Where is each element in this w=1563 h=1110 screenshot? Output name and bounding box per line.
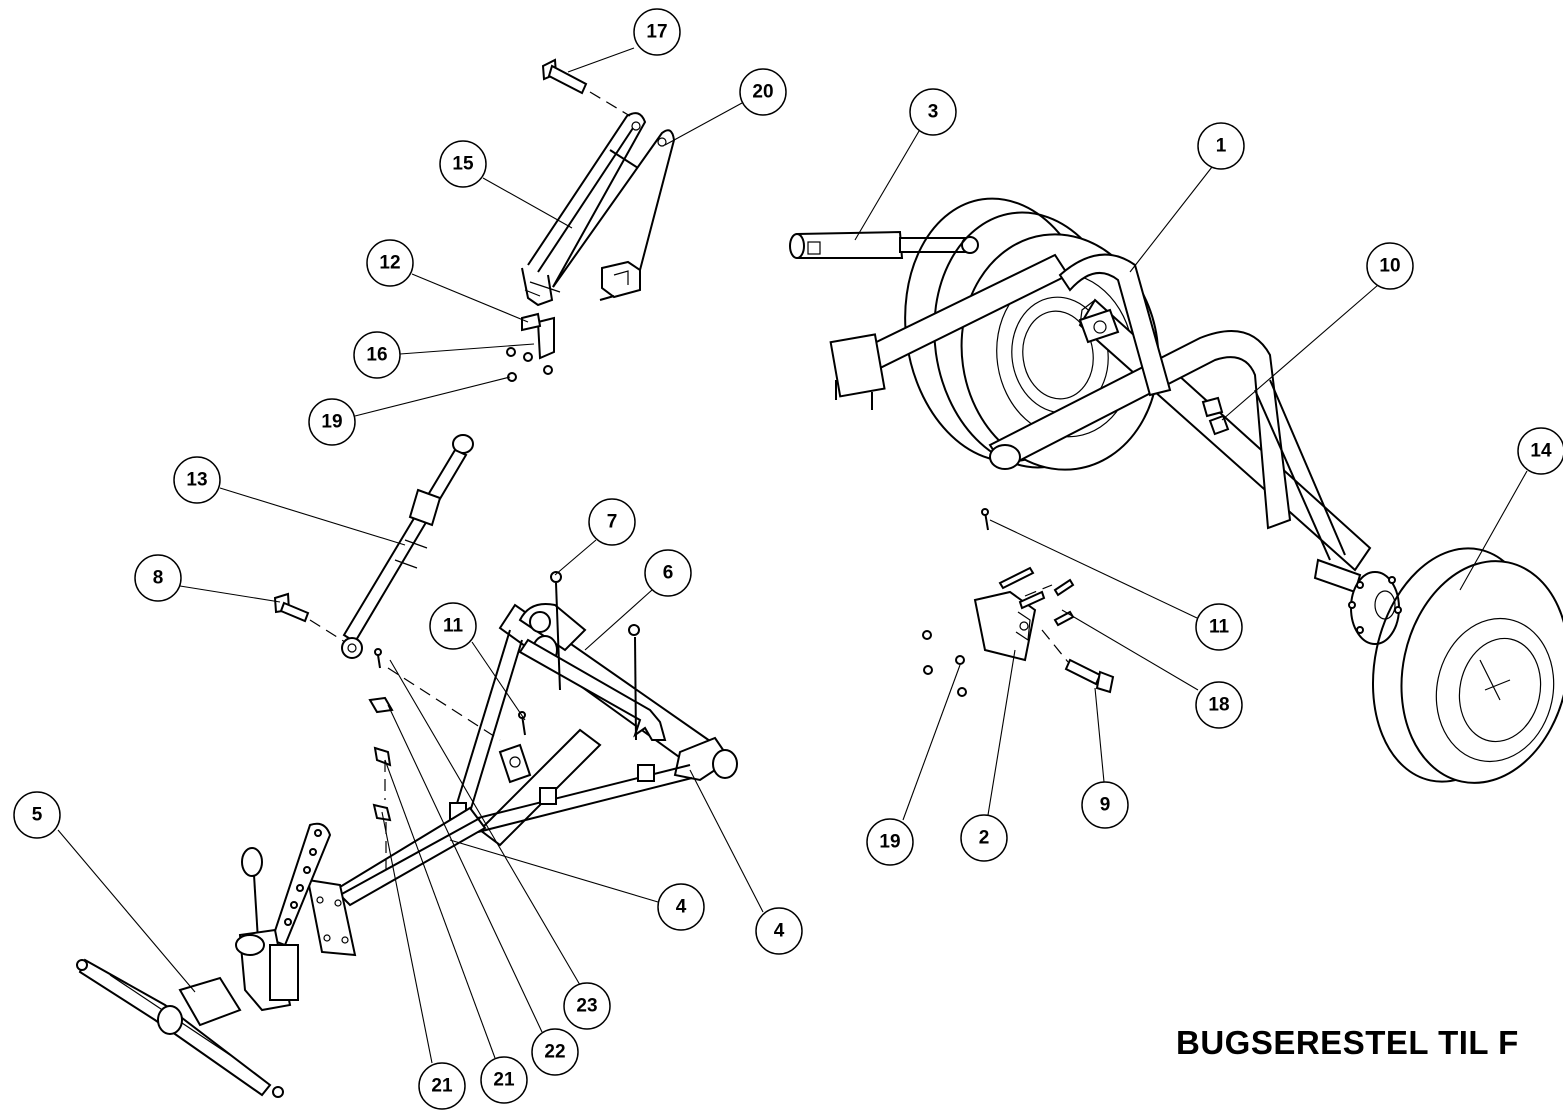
bolt-7 bbox=[550, 571, 640, 741]
clips-21-22-23 bbox=[368, 648, 394, 822]
svg-text:21: 21 bbox=[493, 1070, 515, 1091]
svg-text:17: 17 bbox=[646, 22, 667, 43]
pin-10 bbox=[1201, 396, 1230, 436]
pin-11-right bbox=[981, 508, 989, 531]
svg-text:8: 8 bbox=[153, 568, 164, 589]
svg-text:19: 19 bbox=[879, 832, 900, 853]
callout-2: 2 bbox=[960, 814, 1008, 862]
svg-text:11: 11 bbox=[1209, 617, 1230, 638]
callout-21-a: 21 bbox=[418, 1062, 466, 1110]
callout-11-right: 11 bbox=[1195, 603, 1243, 651]
callout-6: 6 bbox=[644, 549, 692, 597]
wrench-6 bbox=[518, 638, 667, 741]
svg-text:22: 22 bbox=[544, 1042, 565, 1063]
three-point-hitch-5 bbox=[76, 822, 332, 1098]
svg-text:18: 18 bbox=[1208, 695, 1229, 716]
wheel-14 bbox=[1371, 547, 1563, 784]
callout-7: 7 bbox=[588, 498, 636, 546]
bolts-18 bbox=[998, 566, 1075, 627]
callout-17: 17 bbox=[633, 8, 681, 56]
plate-12 bbox=[521, 312, 555, 360]
callout-19-right: 19 bbox=[866, 818, 914, 866]
callout-16: 16 bbox=[353, 331, 401, 379]
callout-10: 10 bbox=[1366, 242, 1414, 290]
callout-22: 22 bbox=[531, 1028, 579, 1076]
svg-text:11: 11 bbox=[443, 616, 464, 637]
callout-23: 23 bbox=[563, 982, 611, 1030]
svg-text:6: 6 bbox=[663, 563, 674, 584]
svg-text:1: 1 bbox=[1216, 136, 1227, 157]
svg-text:19: 19 bbox=[321, 412, 342, 433]
drawing-title: BUGSERESTEL TIL F bbox=[1176, 1024, 1519, 1061]
svg-text:9: 9 bbox=[1100, 795, 1111, 816]
callout-19: 19 bbox=[308, 398, 356, 446]
nuts-19-right bbox=[922, 630, 967, 697]
svg-text:23: 23 bbox=[576, 996, 597, 1017]
svg-text:12: 12 bbox=[379, 253, 400, 274]
svg-text:4: 4 bbox=[676, 897, 687, 918]
callout-3: 3 bbox=[909, 88, 957, 136]
svg-text:2: 2 bbox=[979, 828, 990, 849]
svg-text:4: 4 bbox=[774, 921, 785, 942]
callout-4-b: 4 bbox=[755, 907, 803, 955]
svg-text:13: 13 bbox=[186, 470, 207, 491]
callout-20: 20 bbox=[739, 68, 787, 116]
svg-text:20: 20 bbox=[752, 82, 773, 103]
callout-14: 14 bbox=[1517, 427, 1563, 475]
svg-text:16: 16 bbox=[366, 345, 387, 366]
callout-9: 9 bbox=[1081, 781, 1129, 829]
svg-text:7: 7 bbox=[607, 512, 618, 533]
callout-12: 12 bbox=[366, 239, 414, 287]
clamp-plate-2 bbox=[973, 590, 1037, 662]
svg-text:14: 14 bbox=[1530, 441, 1552, 462]
leader-lines bbox=[57, 47, 1528, 1064]
callout-8: 8 bbox=[134, 554, 182, 602]
hydraulic-cylinder-3 bbox=[789, 230, 979, 259]
svg-text:15: 15 bbox=[452, 154, 474, 175]
svg-text:10: 10 bbox=[1379, 256, 1400, 277]
callout-1: 1 bbox=[1197, 122, 1245, 170]
top-link-13 bbox=[341, 434, 474, 659]
callout-4-a: 4 bbox=[657, 883, 705, 931]
svg-text:21: 21 bbox=[431, 1076, 453, 1097]
hub-assembly bbox=[1348, 571, 1402, 645]
pin-8 bbox=[273, 592, 310, 623]
callout-11-left: 11 bbox=[429, 602, 477, 650]
callout-18: 18 bbox=[1195, 681, 1243, 729]
callout-15: 15 bbox=[439, 140, 487, 188]
pin-9 bbox=[1064, 658, 1115, 694]
main-axle-frame-1 bbox=[829, 197, 1372, 594]
callout-21-b: 21 bbox=[480, 1056, 528, 1104]
svg-text:3: 3 bbox=[928, 102, 939, 123]
callout-13: 13 bbox=[173, 456, 221, 504]
svg-text:5: 5 bbox=[32, 805, 43, 826]
top-link-bracket bbox=[521, 112, 676, 307]
callout-5: 5 bbox=[13, 791, 61, 839]
pin-17 bbox=[541, 58, 588, 95]
